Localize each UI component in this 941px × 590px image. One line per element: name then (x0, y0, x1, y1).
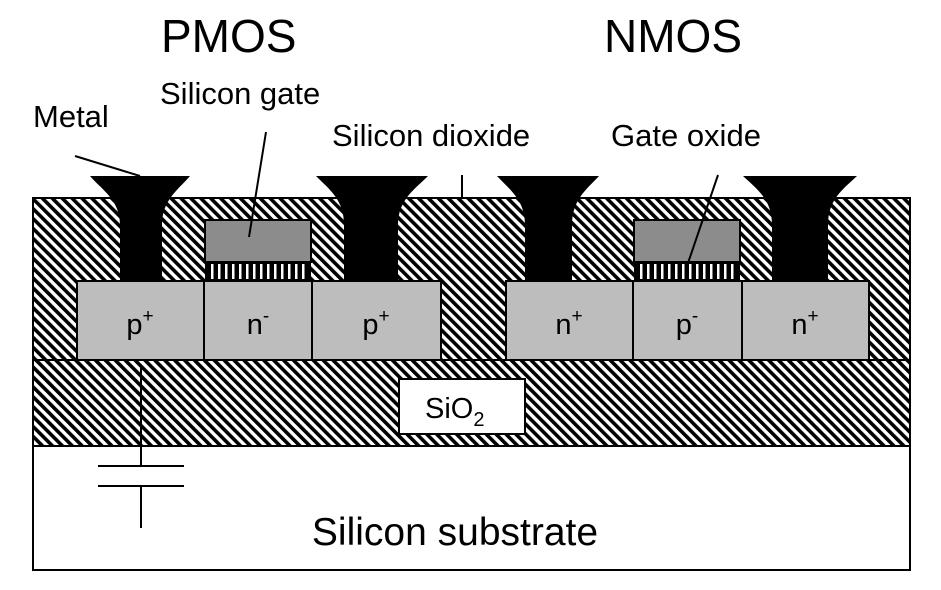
nmos-source-region (505, 280, 634, 361)
pmos-drain-label: p+ (362, 306, 389, 341)
nmos-gate-oxide (634, 262, 740, 281)
nmos-body-region (632, 280, 743, 361)
metal-label: Metal (33, 99, 109, 134)
nmos-drain-label: n+ (791, 306, 818, 341)
pmos-body-region (203, 280, 313, 361)
pmos-gate-oxide (205, 262, 311, 281)
buried-oxide-label: SiO2 (425, 393, 484, 431)
pmos-drain-region (311, 280, 442, 361)
gate-oxide-leader-line (686, 174, 719, 267)
pmos-source-label: p+ (126, 306, 153, 341)
nmos-source-label: n+ (555, 306, 582, 341)
pmos-body-label: n- (247, 306, 269, 341)
gate-oxide-label: Gate oxide (611, 118, 761, 153)
metal-contact-pmos-drain (316, 176, 428, 281)
nmos-title: NMOS (604, 10, 742, 62)
metal-leader-line (74, 155, 141, 177)
metal-contact-nmos-source (497, 176, 599, 281)
nmos-body-label: p- (676, 306, 698, 341)
pmos-silicon-gate (204, 219, 312, 263)
silicon-gate-label: Silicon gate (160, 76, 320, 111)
metal-contact-nmos-drain (743, 176, 857, 281)
silicon-substrate-label: Silicon substrate (312, 511, 598, 554)
silicon-gate-leader-line (248, 131, 267, 238)
parasitic-capacitor-symbol (98, 365, 184, 528)
pmos-title: PMOS (161, 10, 296, 62)
metal-contact-pmos-source (90, 176, 190, 281)
nmos-silicon-gate (633, 219, 741, 263)
silicon-dioxide-label: Silicon dioxide (332, 118, 530, 153)
buried-oxide-label-box (398, 378, 526, 435)
nmos-drain-region (741, 280, 870, 361)
